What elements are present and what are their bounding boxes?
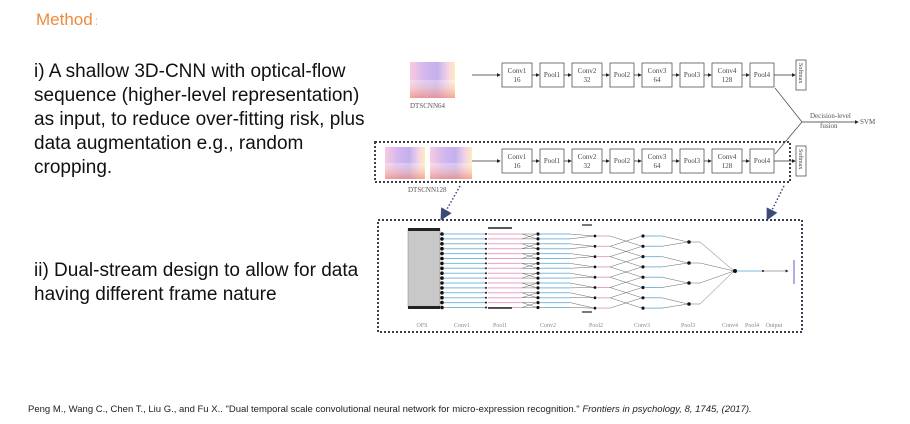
detail-label: Conv2 xyxy=(540,323,556,329)
softmax-box-1: Softmax xyxy=(795,59,807,91)
detail-label: Conv4 xyxy=(722,323,738,329)
layer-name: Pool1 xyxy=(544,157,561,165)
fusion-label-2: fusion xyxy=(820,122,838,130)
citation: Peng M., Wang C., Chen T., Liu G., and F… xyxy=(28,404,752,415)
layer-name: Conv1 xyxy=(508,153,527,161)
layer-block: Pool2 xyxy=(609,62,635,88)
ofs-block xyxy=(407,228,441,308)
fusion-lines xyxy=(774,87,803,155)
svg-text:Softmax: Softmax xyxy=(797,63,804,83)
layer-block: Pool1 xyxy=(539,62,565,88)
detail-label: Pool3 xyxy=(681,323,695,329)
citation-journal: Frontiers in psychology, 8, 1745, (2017)… xyxy=(582,404,752,415)
svg-text:Softmax: Softmax xyxy=(797,149,804,169)
stream1-input-image xyxy=(410,62,455,98)
layer-block: Pool1 xyxy=(539,148,565,174)
layer-name: Conv1 xyxy=(508,67,527,75)
detail-label: Output xyxy=(766,323,783,329)
title-colon: : xyxy=(94,14,99,28)
layer-name: Conv2 xyxy=(578,67,597,75)
layer-name: Pool4 xyxy=(754,157,771,165)
stream1-label: DTSCNN64 xyxy=(410,102,446,110)
layer-name: Pool3 xyxy=(684,71,701,79)
layer-name: Conv4 xyxy=(718,67,737,75)
layer-channels: 32 xyxy=(584,76,592,84)
detail-label: Pool1 xyxy=(493,323,507,329)
layer-channels: 16 xyxy=(514,162,522,170)
layer-name: Conv4 xyxy=(718,153,737,161)
stream2-input-image xyxy=(385,147,472,179)
bullet-point-1: i) A shallow 3D-CNN with optical-flow se… xyxy=(34,61,365,178)
softmax-box-2: Softmax xyxy=(795,145,807,177)
layer-name: Conv2 xyxy=(578,153,597,161)
stream2-dotted-frame xyxy=(374,141,791,183)
layer-channels: 128 xyxy=(722,162,733,170)
svm-label: SVM xyxy=(860,118,876,126)
detail-label: OFS xyxy=(416,323,427,329)
slide-title: Method: xyxy=(36,10,98,30)
detail-dotted-frame xyxy=(377,219,803,333)
layer-block: Pool2 xyxy=(609,148,635,174)
title-text: Method xyxy=(36,10,93,29)
layer-name: Pool1 xyxy=(544,71,561,79)
layer-channels: 64 xyxy=(654,162,662,170)
layer-channels: 32 xyxy=(584,162,592,170)
layer-name: Pool2 xyxy=(614,71,631,79)
layer-block: Pool3 xyxy=(679,148,705,174)
detail-label: Pool4 xyxy=(745,323,759,329)
detail-network xyxy=(407,224,795,313)
citation-text: Peng M., Wang C., Chen T., Liu G., and F… xyxy=(28,404,580,415)
layer-block: Pool4 xyxy=(749,62,775,88)
layer-block: Pool4 xyxy=(749,148,775,174)
layer-channels: 16 xyxy=(514,76,522,84)
callout-arrow-right xyxy=(766,185,785,221)
layer-name: Pool3 xyxy=(684,157,701,165)
layer-channels: 128 xyxy=(722,76,733,84)
detail-label: Conv3 xyxy=(634,323,650,329)
stream2-label: DTSCNN128 xyxy=(408,186,447,194)
layer-name: Conv3 xyxy=(648,67,667,75)
bullet-point-2: ii) Dual-stream design to allow for data… xyxy=(34,260,359,305)
layer-name: Pool4 xyxy=(754,71,771,79)
layer-channels: 64 xyxy=(654,76,662,84)
detail-layer-labels: OFS Conv1 Pool1 Conv2 Pool2 Conv3 Pool3 Conv4 Po… xyxy=(416,323,782,329)
fusion-label-1: Decision-level xyxy=(810,112,851,120)
layer-block: Pool3 xyxy=(679,62,705,88)
detail-label: Pool2 xyxy=(589,323,603,329)
layer-name: Pool2 xyxy=(614,157,631,165)
detail-label: Conv1 xyxy=(454,323,470,329)
callout-arrow-left xyxy=(440,185,461,221)
layer-name: Conv3 xyxy=(648,153,667,161)
